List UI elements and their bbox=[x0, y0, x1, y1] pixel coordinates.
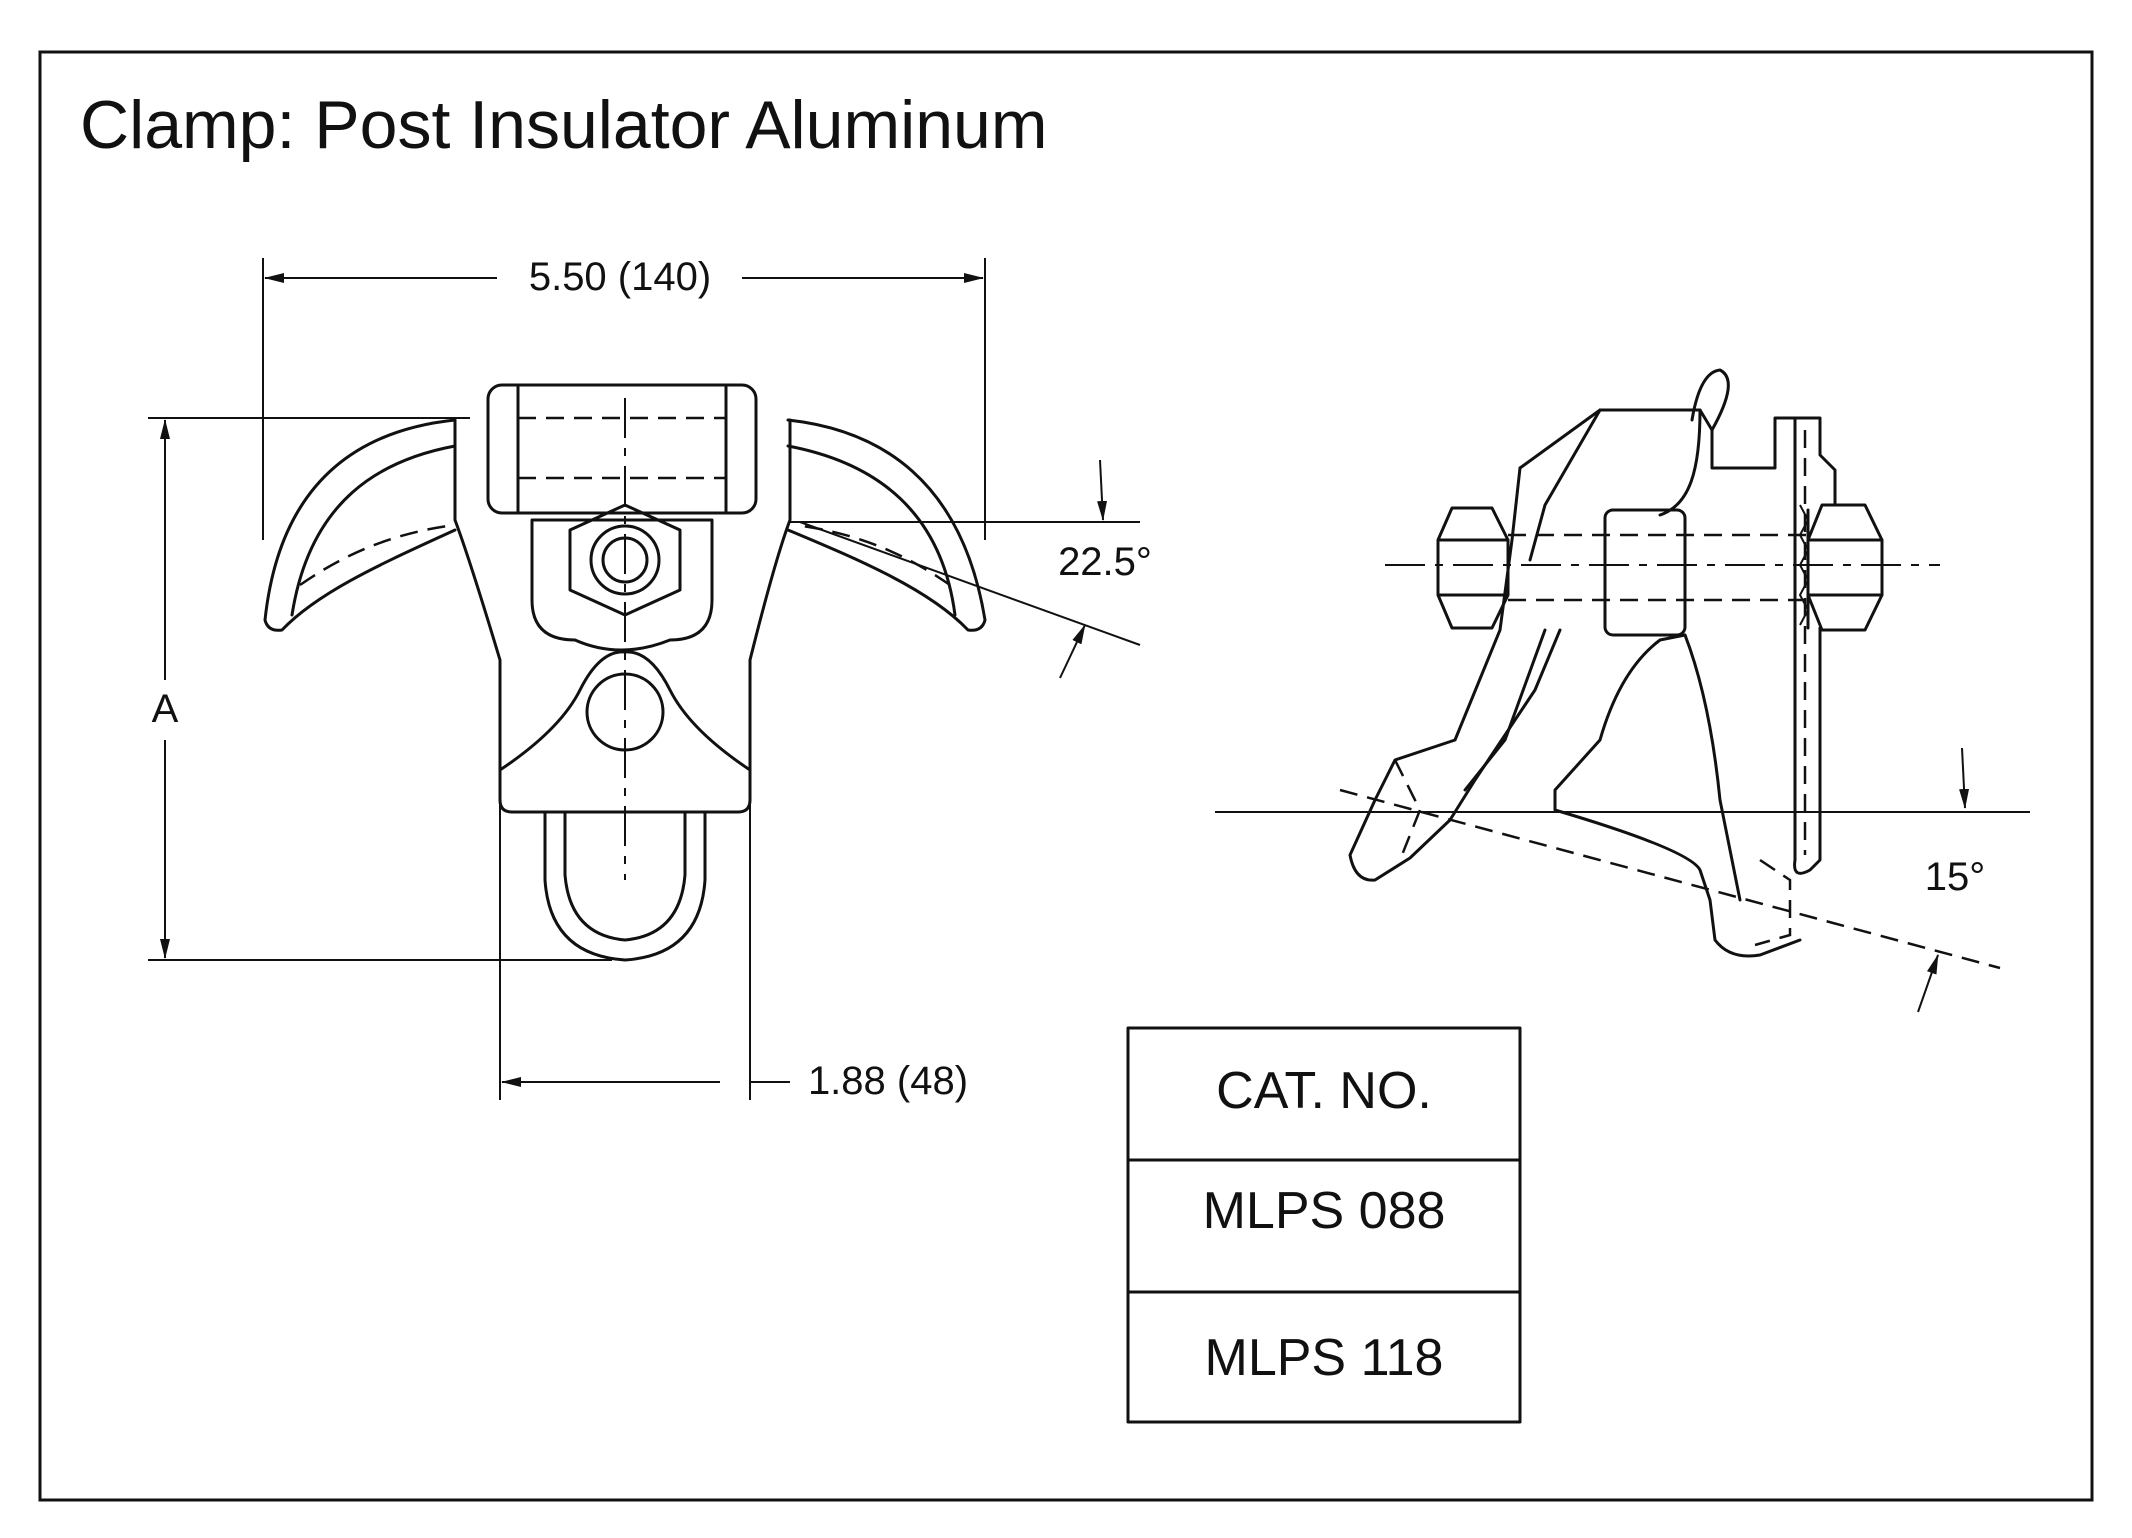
catalog-header: CAT. NO. bbox=[1216, 1062, 1432, 1120]
side-angle-dimension: 15° bbox=[1215, 747, 2030, 1013]
drawing-border bbox=[38, 50, 2094, 1502]
height-dimension-label: A bbox=[152, 687, 179, 731]
base-width-dimension-label: 1.88 (48) bbox=[808, 1059, 968, 1103]
height-dimension: A bbox=[148, 417, 612, 961]
drawing-title: Clamp: Post Insulator Aluminum bbox=[80, 87, 1048, 163]
side-angle-label: 15° bbox=[1925, 855, 1986, 899]
front-angle-dimension: 22.5° bbox=[790, 459, 1152, 679]
width-dimension: 5.50 (140) bbox=[262, 255, 986, 540]
width-dimension-label: 5.50 (140) bbox=[529, 255, 711, 299]
side-view: 15° bbox=[1215, 368, 2030, 1013]
catalog-item: MLPS 118 bbox=[1205, 1329, 1444, 1387]
base-width-dimension: 1.88 (48) bbox=[499, 805, 968, 1103]
catalog-table: CAT. NO. MLPS 088 MLPS 118 bbox=[1126, 1026, 1522, 1424]
catalog-item: MLPS 088 bbox=[1203, 1182, 1446, 1240]
front-view: 5.50 (140) A 1.88 (48) 22.5° bbox=[148, 255, 1152, 1103]
front-angle-label: 22.5° bbox=[1058, 540, 1152, 584]
